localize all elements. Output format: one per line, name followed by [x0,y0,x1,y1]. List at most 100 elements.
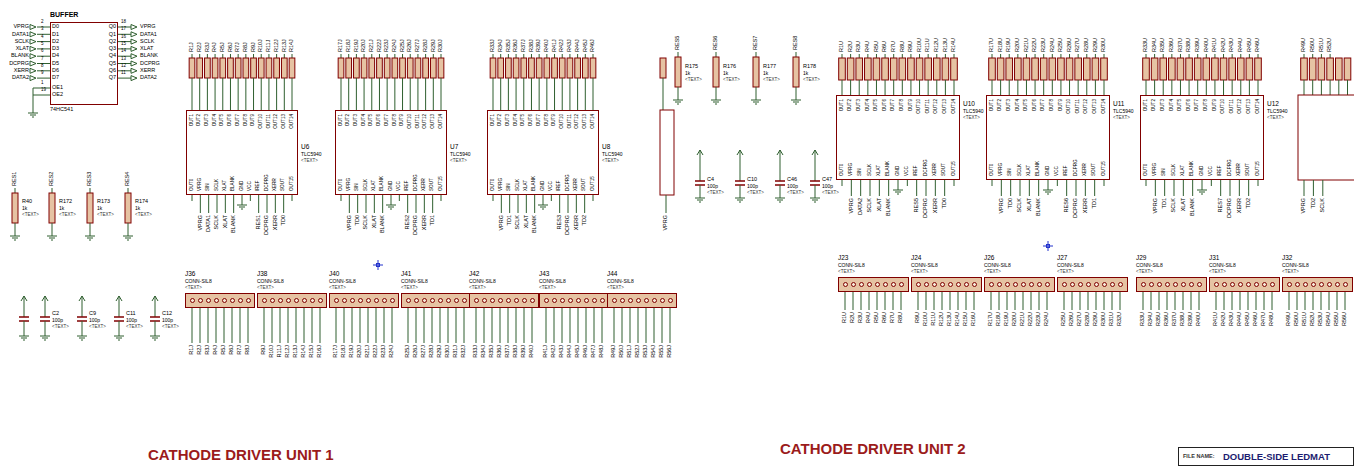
pin-number: 11 [121,71,126,76]
connector-pin [230,298,235,303]
pin-number: 15 [121,42,126,47]
pin-wire [245,78,246,110]
resistor-array-element [865,58,872,80]
connector-pin [989,282,994,287]
pin-wire [585,78,586,110]
connector-pin [222,298,227,303]
text-placeholder: <TEXT> [838,270,855,275]
pin-wire [341,78,342,110]
pin-name: OUT4 [213,114,218,126]
text-placeholder: <TEXT> [707,191,724,196]
net-label: TD1 [430,215,436,225]
net-label: R50U [1294,312,1300,326]
ground-symbol [791,100,801,101]
connector-pin [1029,282,1034,287]
pin-wire [1232,292,1233,310]
net-label: R25J [400,39,406,52]
net-label: R32J [461,345,467,358]
net-label: DATA2 [12,75,29,81]
net-label: R41J [543,345,549,358]
pin-wire [860,180,861,196]
connector-header: J31CONN-SIL8<TEXT>R41UR42UR43UR44UR45UR4… [1209,255,1280,352]
resistor-array-element [392,58,398,78]
net-wire [876,54,877,58]
pin-wire [268,78,269,110]
ic-chip: U6TLC5940<TEXT>OUT1OUT2OUT3OUT4OUT5OUT6O… [186,110,330,195]
net-label: XLAT [16,46,29,52]
pin-wire [1104,292,1105,310]
cursor-crosshair [378,260,379,270]
pin-wire [45,321,46,333]
pin-wire [394,78,395,110]
resistor-symbol [793,57,799,87]
connector-pin [374,298,379,303]
net-wire [992,54,993,58]
connector-pin [1327,282,1332,287]
pin-name: XERR [933,163,938,176]
net-port [30,32,36,37]
net-wire [402,54,403,58]
pin-name: OUT1 [491,114,496,126]
net-label: R33U [1143,38,1149,52]
net-label: R34J [481,345,487,358]
net-label: R6J [229,345,235,355]
capacitor-symbol [114,316,124,318]
net-label: R45J [583,39,589,52]
net-label: R22U [1028,312,1034,326]
resistor-array-element [1040,58,1047,80]
pin-name: SCLK [364,179,369,191]
pin-stub [1057,180,1058,186]
pin-name: XERR [422,178,427,191]
resistor-array-element [1066,58,1073,80]
pin-name: OUT12 [575,114,580,129]
net-label: R22J [373,345,379,358]
pin-name: BLANK [532,176,537,191]
pin-wire [543,195,544,202]
connector-pin [916,282,921,287]
pin-name: OUT8 [393,114,398,126]
pin-wire [1048,180,1049,187]
text-placeholder: <TEXT> [59,213,76,218]
pin-wire [1174,180,1175,196]
ic-chip-partial [660,110,674,195]
ground-symbol [1201,194,1203,195]
net-label: R53U [1318,312,1324,326]
net-wire [593,54,594,58]
text-placeholder: <TEXT> [301,159,318,164]
net-label: R2J [197,42,203,52]
pin-wire [192,308,193,343]
net-label: DCPRG [264,215,270,235]
net-wire [1330,54,1331,58]
pin-wire [554,78,555,110]
pin-wire [33,95,50,96]
pin-name: XLAT [524,180,529,191]
connector-pin [270,298,275,303]
pin-name: OUT15 [1102,161,1107,176]
resistor-array-element [899,58,906,80]
part-number: CONN-SIL8 [984,263,1011,268]
pin-name: OUT7 [236,114,241,126]
pin-wire [1159,292,1160,310]
pin-name: OUT7 [537,114,542,126]
pin-name: OUT15 [591,176,596,191]
pin-wire [253,78,254,110]
connector-pin [430,298,435,303]
text-placeholder: <TEXT> [22,213,39,218]
net-label: RES3 [87,172,93,186]
net-wire [716,52,717,57]
pin-wire [225,195,226,213]
connector-pin [1045,282,1050,287]
net-label: RES1 [256,215,262,229]
resistor-array-element [369,58,375,78]
pin-name: OUT0 [339,179,344,191]
pin-name: OUT6 [228,114,233,126]
ic-reference: U11 [1113,101,1124,108]
net-label: R53J [643,345,649,358]
pin-wire [348,78,349,110]
pin-name: OUT12 [934,99,939,114]
ground-symbol [895,192,901,193]
net-label: BLANK [532,215,538,233]
net-label: R39J [536,39,542,52]
pin-wire [1060,80,1061,95]
